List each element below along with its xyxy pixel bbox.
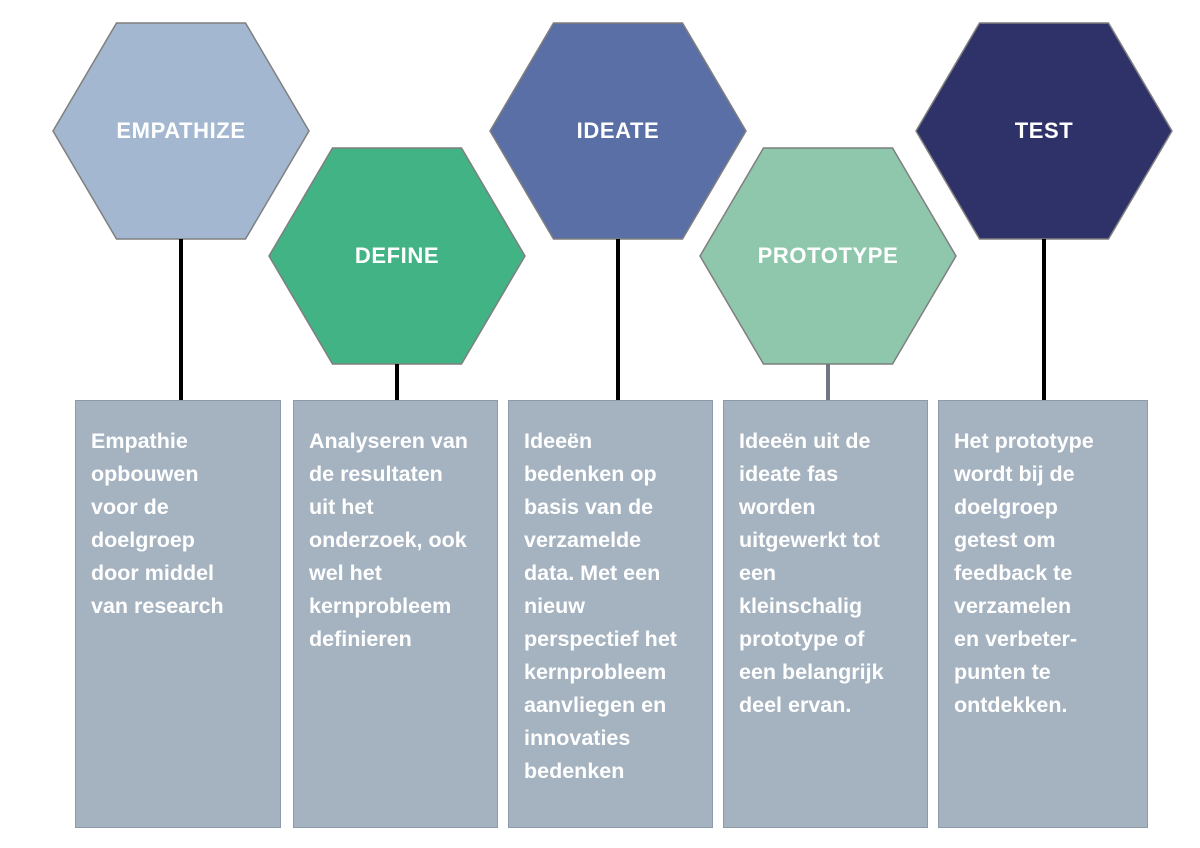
stage-description-box: Empathie opbouwen voor de doelgroep door… (75, 400, 281, 828)
stage-label: IDEATE (576, 118, 660, 143)
stage-hexagon: EMPATHIZE (52, 22, 310, 240)
stage-label: TEST (1014, 118, 1074, 143)
stage-description-text: Ideeën bedenken op basis van de verzamel… (524, 429, 677, 783)
hexagon-shape-icon (268, 147, 526, 365)
stage-hexagon: TEST (915, 22, 1173, 240)
stage-hexagon: PROTOTYPE (699, 147, 957, 365)
stage-label: PROTOTYPE (757, 243, 899, 268)
stage-connector-line (826, 364, 830, 400)
hexagon-shape-icon (52, 22, 310, 240)
hexagon-polygon (489, 22, 747, 240)
stage-connector-line (179, 239, 183, 400)
stage-description-text: Ideeën uit de ideate fas worden uitgewer… (739, 429, 884, 717)
stage-description-text: Het prototype wordt bij de doelgroep get… (954, 429, 1094, 717)
hexagon-polygon (915, 22, 1173, 240)
stage-description-text: Analyseren van de resultaten uit het ond… (309, 429, 468, 651)
stage-description-box: Ideeën uit de ideate fas worden uitgewer… (723, 400, 928, 828)
stage-hexagon: DEFINE (268, 147, 526, 365)
stage-description-box: Ideeën bedenken op basis van de verzamel… (508, 400, 713, 828)
hexagon-polygon (699, 147, 957, 365)
hexagon-shape-icon (915, 22, 1173, 240)
stage-label: DEFINE (354, 243, 440, 268)
stage-description-text: Empathie opbouwen voor de doelgroep door… (91, 429, 224, 618)
hexagon-polygon (268, 147, 526, 365)
stage-label: EMPATHIZE (116, 118, 246, 143)
stage-description-box: Het prototype wordt bij de doelgroep get… (938, 400, 1148, 828)
hexagon-shape-icon (699, 147, 957, 365)
stage-connector-line (1042, 239, 1046, 400)
stage-hexagon: IDEATE (489, 22, 747, 240)
stage-connector-line (395, 364, 399, 400)
hexagon-shape-icon (489, 22, 747, 240)
stage-description-box: Analyseren van de resultaten uit het ond… (293, 400, 498, 828)
hexagon-polygon (52, 22, 310, 240)
stage-connector-line (616, 239, 620, 400)
